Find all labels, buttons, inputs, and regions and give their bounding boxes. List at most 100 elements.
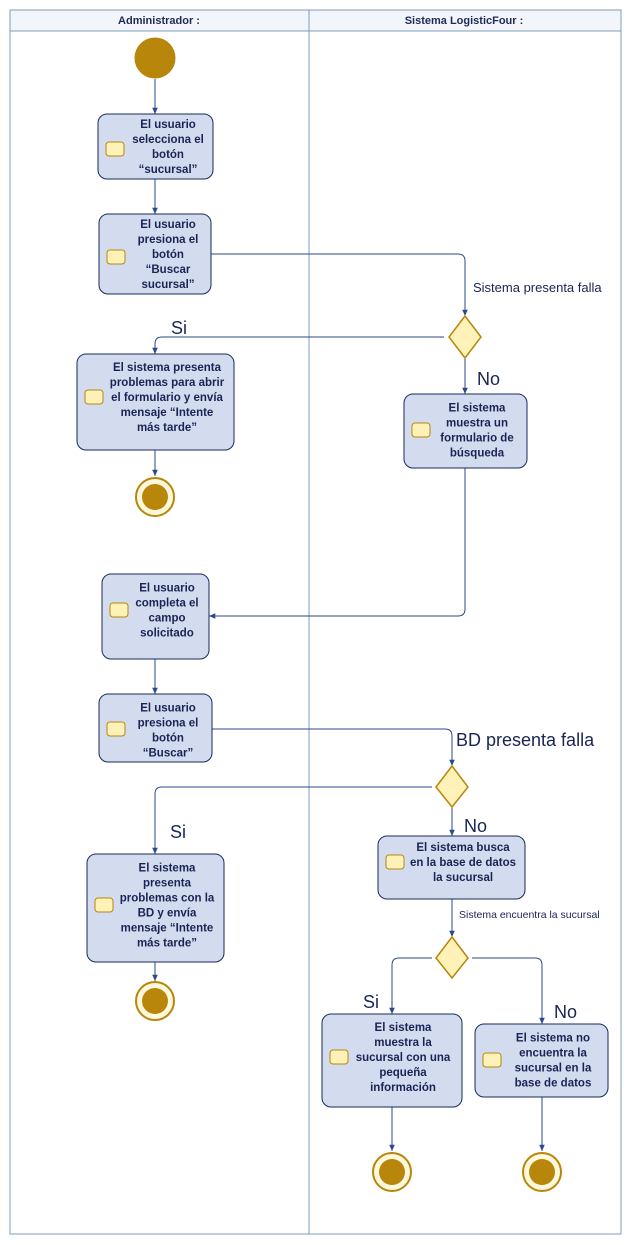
activity-label-line: solicitado xyxy=(140,628,194,640)
activity-label-line: El sistema xyxy=(449,403,506,415)
activity-label-line: el formulario y envía xyxy=(111,392,223,404)
activity-label: El sistema busca en la base de datos la su… xyxy=(410,842,516,884)
activity-presiona-buscar-sucursal: El usuario presiona el botón “Buscar sucursa… xyxy=(98,213,212,295)
activity-label-line: El sistema xyxy=(139,863,196,875)
activity-label-line: muestra la xyxy=(374,1037,432,1049)
activity-label-line: El usuario xyxy=(139,583,195,595)
activity-label: El usuario presiona el botón “Buscar” xyxy=(138,703,199,760)
end-node-4 xyxy=(522,1152,562,1192)
activity-icon xyxy=(84,389,104,405)
activity-label-line: botón xyxy=(152,733,184,745)
activity-label: El sistema presenta problemas para abrir e… xyxy=(110,362,225,434)
activity-label: El sistema muestra un formulario de búsqued… xyxy=(440,403,513,460)
guard-bd-presenta-falla: BD presenta falla xyxy=(456,730,595,750)
activity-label-line: la sucursal xyxy=(433,872,493,884)
activity-label-line: completa el xyxy=(135,598,198,610)
lane-title-administrador: Administrador : xyxy=(118,15,200,27)
activity-label-line: El usuario xyxy=(140,219,196,231)
activity-label-line: más tarde” xyxy=(137,938,197,950)
activity-label-line: selecciona el xyxy=(132,134,204,146)
guard-sistema-presenta-falla: Sistema presenta falla xyxy=(473,280,602,295)
activity-label-line: presenta xyxy=(143,878,192,890)
activity-label-line: muestra un xyxy=(446,418,508,430)
activity-muestra-sucursal: El sistema muestra la sucursal con una pequ… xyxy=(321,1013,463,1108)
decision-node-encuentra-sucursal xyxy=(435,935,469,980)
guard-si-2: Si xyxy=(170,822,186,842)
activity-label-line: presiona el xyxy=(138,718,199,730)
activity-icon xyxy=(385,854,405,870)
edge-a2-d1 xyxy=(211,253,468,316)
activity-label-line: El usuario xyxy=(140,119,196,131)
activity-completa-campo: El usuario completa el campo solicitado xyxy=(101,573,210,660)
activity-label-line: información xyxy=(370,1082,436,1094)
activity-icon xyxy=(411,422,431,438)
lane-header-bar xyxy=(9,9,622,32)
activity-label-line: botón xyxy=(152,149,184,161)
guard-labels: Sistema presenta falla Si No BD presenta… xyxy=(170,280,602,1022)
edge-d3-a10 xyxy=(472,957,545,1024)
lane-title-sistema: Sistema LogisticFour : xyxy=(405,15,524,27)
activity-label-line: mensaje “Intente xyxy=(121,407,214,419)
activity-sistema-problemas-formulario: El sistema presenta problemas para abrir e… xyxy=(76,353,235,451)
activity-label-line: El sistema busca xyxy=(416,842,510,854)
activity-label: El sistema presenta problemas con la BD y e… xyxy=(120,863,215,950)
activity-icon xyxy=(109,602,129,618)
guard-no-1: No xyxy=(477,369,500,389)
activity-label-line: presiona el xyxy=(138,234,199,246)
guard-si-3: Si xyxy=(363,992,379,1012)
activity-label: El usuario completa el campo solicitado xyxy=(135,583,198,640)
activity-icon xyxy=(482,1052,502,1068)
activity-label-line: base de datos xyxy=(515,1078,592,1090)
activity-label-line: encuentra la xyxy=(519,1048,587,1060)
activity-icon xyxy=(106,721,126,737)
activity-label-line: mensaje “Intente xyxy=(121,923,214,935)
edge-d1-a3 xyxy=(152,336,444,354)
activity-icon xyxy=(105,141,125,157)
activity-sistema-problemas-bd: El sistema presenta problemas con la BD y e… xyxy=(86,853,225,963)
edge-a6-d2 xyxy=(212,728,455,766)
activity-icon xyxy=(329,1049,349,1065)
activity-label-line: El sistema presenta xyxy=(113,362,222,374)
guard-no-3: No xyxy=(554,1002,577,1022)
activity-label-line: más tarde” xyxy=(137,422,197,434)
activity-label-line: “Buscar xyxy=(146,264,191,276)
activity-label-line: campo xyxy=(148,613,185,625)
end-node-3 xyxy=(372,1152,412,1192)
guard-si-1: Si xyxy=(171,318,187,338)
activity-icon xyxy=(106,249,126,265)
activity-label-line: sucursal” xyxy=(141,279,194,291)
edges xyxy=(152,79,545,1151)
activity-label-line: sucursal con una xyxy=(356,1052,451,1064)
activity-label-line: formulario de xyxy=(440,433,513,445)
activity-muestra-formulario: El sistema muestra un formulario de búsqued… xyxy=(403,393,528,469)
activity-label-line: en la base de datos xyxy=(410,857,516,869)
activity-label-line: “Buscar” xyxy=(143,748,194,760)
activity-label-line: búsqueda xyxy=(450,448,505,460)
guard-sistema-encuentra: Sistema encuentra la sucursal xyxy=(459,909,600,921)
edge-d3-a9 xyxy=(389,957,432,1014)
activity-label-line: botón xyxy=(152,249,184,261)
guard-no-2: No xyxy=(464,816,487,836)
activity-label-line: problemas con la xyxy=(120,893,215,905)
activity-busca-base-datos: El sistema busca en la base de datos la su… xyxy=(377,835,526,900)
activity-label-line: BD y envía xyxy=(138,908,197,920)
activity-label-line: pequeña xyxy=(379,1067,427,1079)
activity-label-line: El usuario xyxy=(140,703,196,715)
activity-label-line: problemas para abrir xyxy=(110,377,225,389)
start-node xyxy=(134,37,176,79)
activity-label: El usuario presiona el botón “Buscar sucursa… xyxy=(138,219,199,291)
edge-a4-a5 xyxy=(209,468,466,619)
decision-node-sistema-falla xyxy=(448,314,482,360)
activity-presiona-buscar: El usuario presiona el botón “Buscar” xyxy=(98,693,213,763)
activity-label-line: El sistema xyxy=(375,1022,432,1034)
decision-node-bd-falla xyxy=(435,764,469,809)
edge-d2-a7 xyxy=(152,786,432,854)
activity-label-line: El sistema no xyxy=(516,1033,590,1045)
activity-icon xyxy=(94,897,114,913)
end-node-2 xyxy=(135,981,175,1021)
